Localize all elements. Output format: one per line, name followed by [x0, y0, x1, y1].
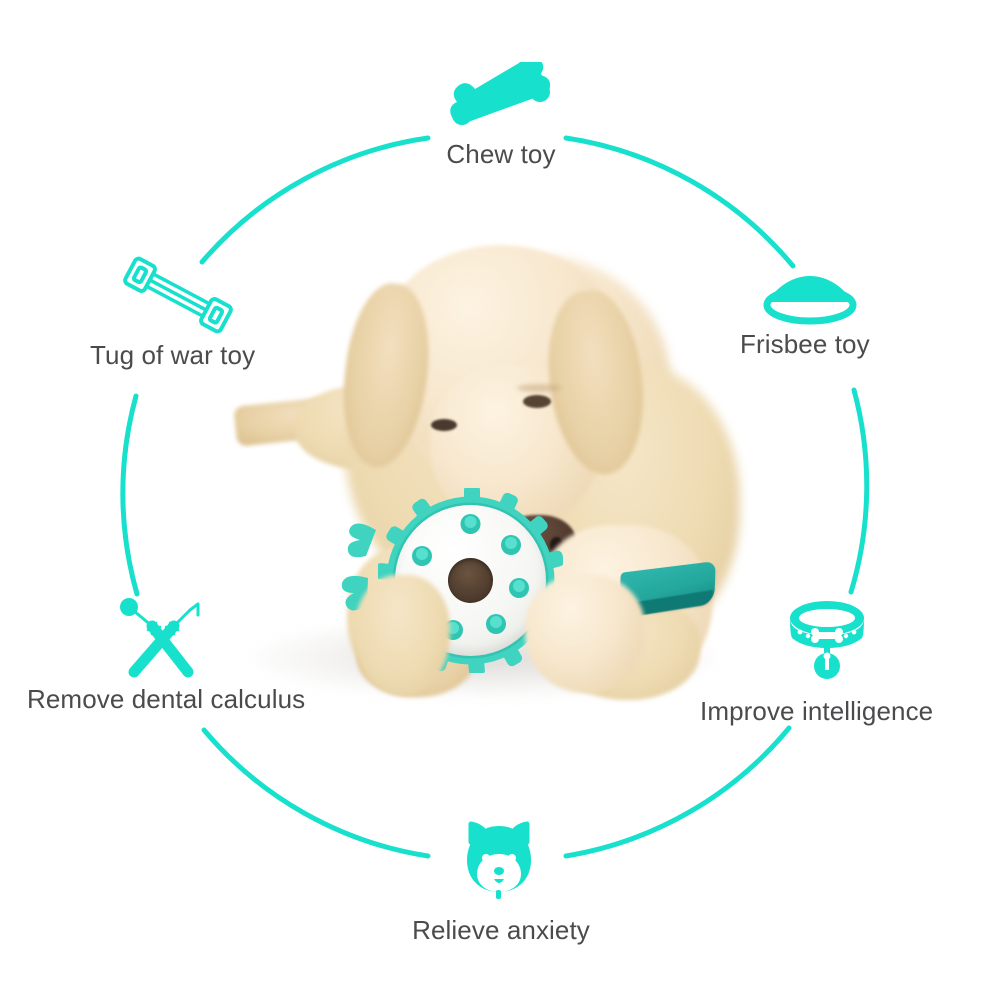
dog-right-eye — [523, 395, 551, 408]
label-tug-of-war-toy: Tug of war toy — [90, 340, 256, 370]
dog-collar-icon — [782, 596, 872, 682]
label-relieve-anxiety: Relieve anxiety — [412, 915, 590, 945]
rope-toy-icon — [118, 255, 238, 335]
dog-face-icon — [455, 818, 543, 900]
dog-left-eye — [431, 419, 457, 431]
product-photo — [225, 245, 740, 700]
label-frisbee-toy: Frisbee toy — [740, 329, 870, 359]
frisbee-icon — [760, 272, 860, 328]
label-remove-dental-calculus: Remove dental calculus — [27, 684, 306, 714]
ring-arc-left — [120, 393, 140, 597]
ring-arc-bottom-left — [201, 727, 431, 859]
ring-arc-bottom-right — [563, 725, 792, 859]
label-improve-intelligence: Improve intelligence — [700, 696, 934, 726]
label-chew-toy: Chew toy — [446, 139, 556, 169]
bone-icon — [444, 55, 554, 132]
dental-tools-icon — [112, 598, 217, 678]
ring-arc-right — [848, 387, 870, 595]
